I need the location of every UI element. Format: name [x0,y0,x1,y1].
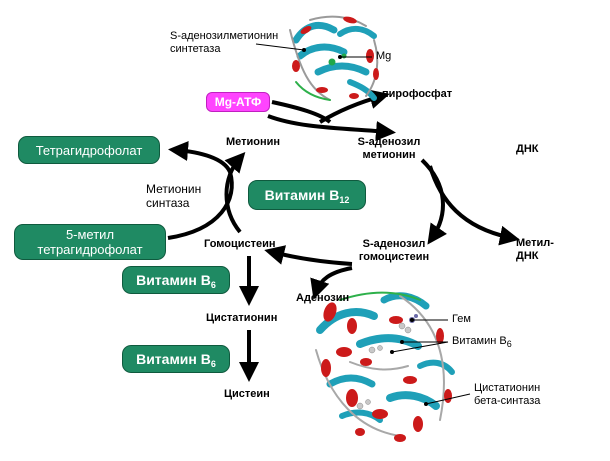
methionine-label: Метионин [226,136,281,148]
adenosine-label: Аденозин [296,292,350,304]
sah-label: S-аденозил гомоцистеин [358,238,430,263]
sam-synthetase-structure-image [285,14,381,102]
arrow-methyl-thf-to-thf [167,141,234,240]
arrow-methionine-to-sam [267,114,396,141]
cbs-label: Цистатионин бета-синтаза [474,382,541,407]
vitamin-b12-box: Витамин B12 [248,180,366,210]
methyl-thf-label-line1: 5-метил [65,227,115,242]
cystathionine-label: Цистатионин [206,312,278,324]
arrow-sah-to-homocysteine [264,245,353,266]
mg-ion-icon [328,58,336,66]
cysteine-label: Цистеин [224,388,270,400]
mg-atp-label: Mg-АТФ [214,95,262,109]
vitamin-b6-protein-label: Витамин B6 [452,335,512,349]
methionine-synthase-label: Метионин синтаза [146,182,202,210]
methyl-thf-label-line2: тетрагидрофолат [37,242,143,257]
arrow-adenosine-out [310,266,353,300]
mg-atp-box: Mg-АТФ [206,92,270,112]
vitamin-b6-label-2: Витамин B6 [136,351,216,369]
arrow-homocysteine-to-methionine [224,152,246,234]
arrow-dna-to-methyl-dna [428,165,520,246]
mg-label: Mg [376,50,392,62]
vitamin-b6-box-2: Витамин B6 [122,345,230,373]
leader-cbs [425,393,471,405]
cbs-structure-image [312,291,456,442]
sam-synthetase-label: S-аденозилметионин синтетаза [170,30,279,55]
tetrahydrofolate-box: Тетрагидрофолат [18,136,160,164]
heme-label: Гем [452,313,471,325]
tetrahydrofolate-label: Тетрагидрофолат [35,142,143,158]
vitamin-b12-label: Витамин B12 [264,187,350,205]
methyl-dna-label: Метил- ДНК [516,237,554,262]
dna-label: ДНК [516,143,539,155]
homocysteine-label: Гомоцистеин [204,238,276,250]
methyl-thf-box: 5-метил тетрагидрофолат [14,224,166,260]
sam-label: S-аденозил метионин [357,136,421,161]
leader-sam-synthetase [255,43,305,51]
vitamin-b6-box-1: Витамин B6 [122,266,230,294]
vitamin-b6-label-1: Витамин B6 [136,272,216,290]
leader-vitamin-b6-b [391,341,449,353]
pyrophosphate-label: пирофосфат [382,88,453,100]
